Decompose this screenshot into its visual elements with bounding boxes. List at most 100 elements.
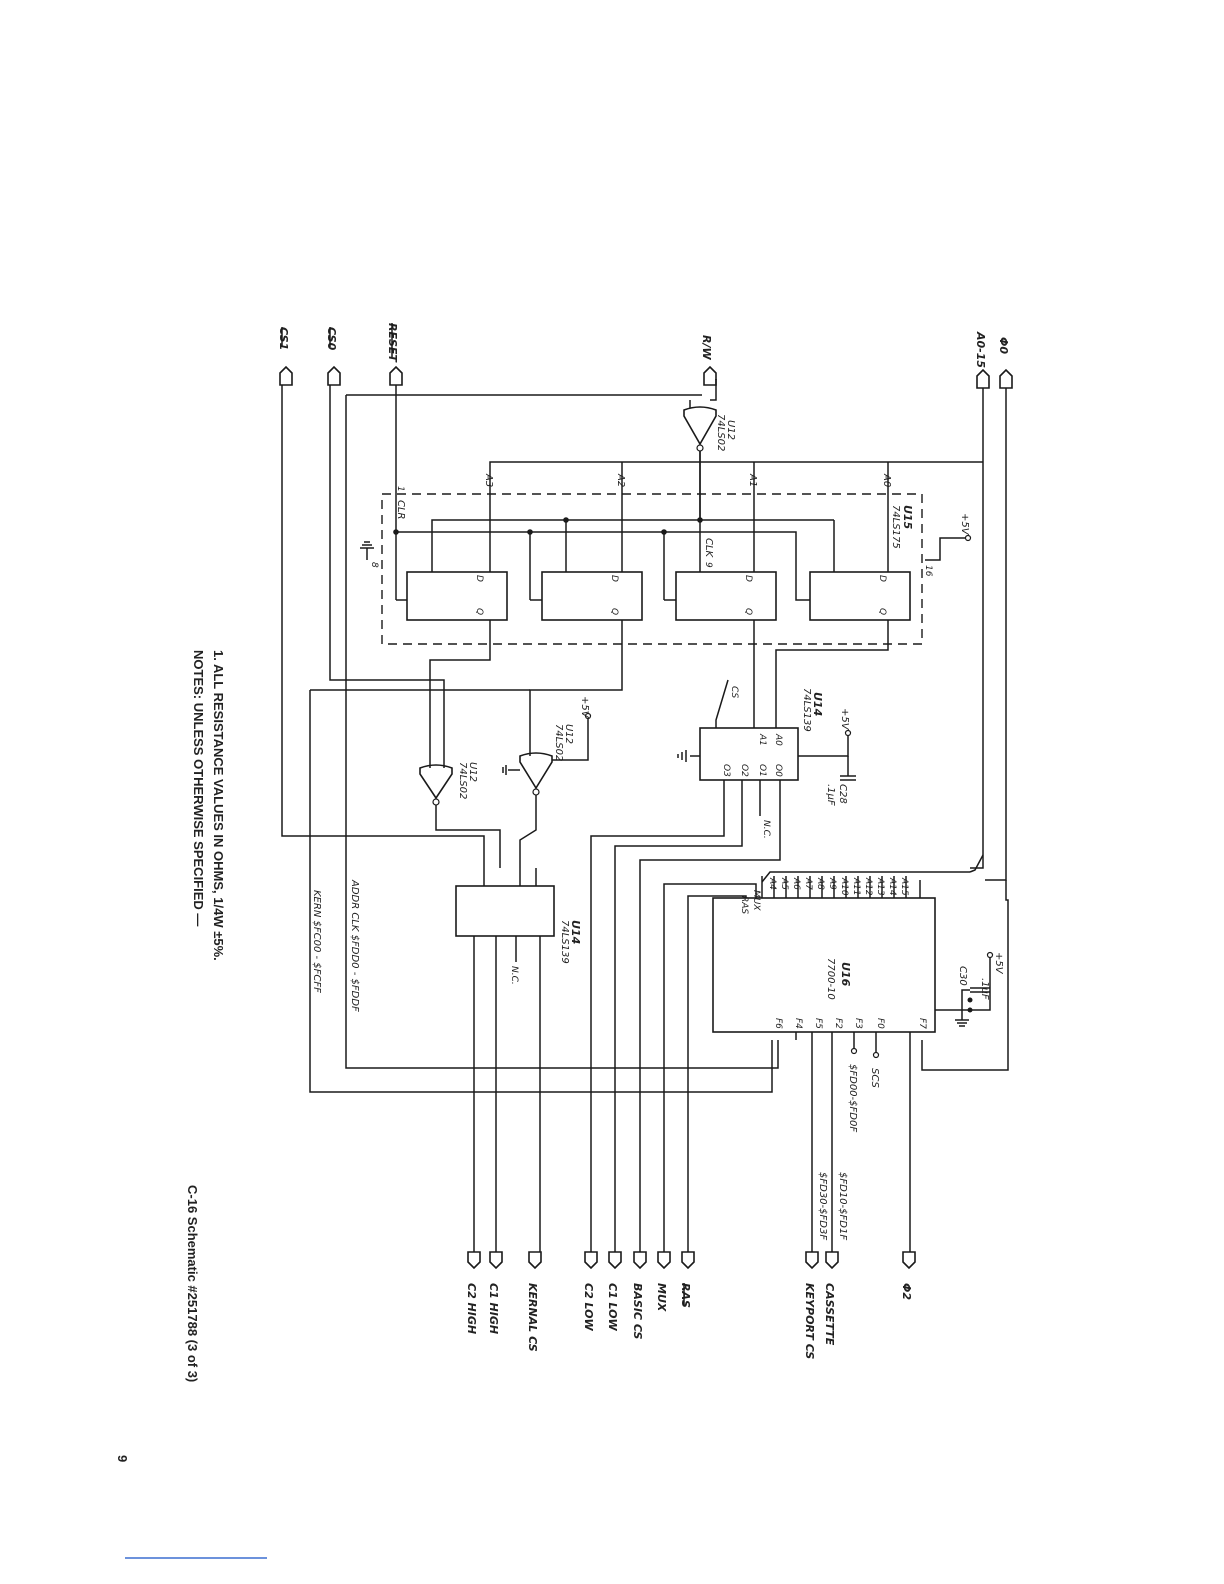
- svg-text:A8: A8: [815, 877, 825, 890]
- svg-text:MUX: MUX: [655, 1283, 668, 1312]
- svg-text:U14: U14: [811, 692, 824, 716]
- svg-text:+5V: +5V: [839, 708, 850, 731]
- svg-text:N.C.: N.C.: [761, 820, 771, 839]
- svg-text:7700-10: 7700-10: [825, 958, 836, 1000]
- label-fd10: $FD10-$FD1F: [837, 1172, 848, 1240]
- u16-input-labels: A15 A14 A13 A12 A11 A10 A9 A8 A7 A6 A5 A…: [739, 877, 909, 914]
- svg-text:A0-15: A0-15: [974, 331, 987, 368]
- svg-text:A12: A12: [863, 877, 873, 896]
- svg-text:CLK: CLK: [703, 538, 714, 559]
- svg-text:F0: F0: [875, 1018, 885, 1029]
- svg-text:F5: F5: [813, 1018, 823, 1029]
- svg-text:C1 HIGH: C1 HIGH: [487, 1283, 500, 1334]
- port-phi0: Φ0: [997, 337, 1013, 389]
- label-scs: SCS: [869, 1068, 880, 1089]
- svg-text:8: 8: [369, 562, 379, 568]
- svg-text:A14: A14: [887, 877, 897, 896]
- bus-bit-a3: A3: [483, 473, 494, 487]
- port-a0-15: A0-15: [974, 331, 990, 389]
- svg-text:D: D: [743, 575, 753, 582]
- port-rw: R/W: [700, 335, 717, 386]
- svg-text:O0: O0: [773, 764, 783, 777]
- u15-ff-2: [541, 571, 643, 621]
- u16-outputs: F7 F0 F3 F2 F5 F4 F6 SCS $FD00-$FD0F $FD…: [773, 1018, 927, 1252]
- svg-text:R/W: R/W: [700, 335, 713, 360]
- svg-text:Φ0: Φ0: [997, 337, 1010, 354]
- svg-text:RAS: RAS: [739, 896, 749, 914]
- svg-text:1: 1: [395, 486, 405, 492]
- svg-text:CLR: CLR: [395, 500, 406, 520]
- svg-text:U12: U12: [467, 762, 478, 782]
- port-cs1: CS1: [277, 327, 293, 386]
- u15-ff-3: [406, 571, 508, 621]
- svg-text:A4: A4: [767, 877, 777, 890]
- port-phi2: Φ2: [900, 1251, 916, 1300]
- svg-text:C2 HIGH: C2 HIGH: [465, 1283, 478, 1334]
- svg-text:74LS175: 74LS175: [890, 505, 901, 549]
- port-mux: MUX: [655, 1251, 671, 1312]
- svg-text:A1: A1: [757, 733, 767, 746]
- port-c1-high: C1 HIGH: [487, 1251, 503, 1334]
- svg-text:RAS: RAS: [679, 1283, 692, 1308]
- svg-text:.1µF: .1µF: [825, 784, 836, 806]
- svg-text:KERNAL CS: KERNAL CS: [526, 1283, 539, 1352]
- u12-gate-b: U12 74LS02 +5V: [502, 620, 623, 868]
- u15-ff-1: [675, 571, 777, 621]
- svg-text:74LS02: 74LS02: [715, 414, 726, 451]
- svg-text:N.C.: N.C.: [509, 966, 519, 985]
- svg-text:CS1: CS1: [277, 327, 290, 350]
- svg-text:74LS02: 74LS02: [553, 724, 564, 761]
- svg-text:74LS02: 74LS02: [457, 762, 468, 799]
- svg-text:74LS139: 74LS139: [559, 920, 570, 964]
- svg-text:Q: Q: [474, 608, 484, 615]
- svg-text:O1: O1: [757, 764, 767, 777]
- label-fd30: $FD30-$FD3F: [817, 1172, 828, 1240]
- svg-text:Q: Q: [743, 608, 753, 615]
- bus-bit-a0: A0: [881, 473, 892, 487]
- svg-text:F6: F6: [773, 1018, 783, 1029]
- svg-text:C28: C28: [837, 784, 848, 804]
- wires-feedback: ADDR CLK $FDD0 - $FDDF KERN $FC00 - $FCF…: [309, 394, 779, 1093]
- u12-gate-c: U12 74LS02: [329, 385, 501, 868]
- port-c2-high: C2 HIGH: [465, 1251, 481, 1334]
- svg-text:U16: U16: [839, 962, 852, 987]
- svg-text:Φ2: Φ2: [900, 1283, 913, 1300]
- notes-item-1: 1. ALL RESISTANCE VALUES IN OHMS, 1/4W ±…: [211, 650, 226, 961]
- svg-text:A10: A10: [839, 877, 849, 896]
- svg-text:+5V: +5V: [579, 696, 590, 719]
- svg-text:U12: U12: [725, 420, 736, 440]
- svg-text:A15: A15: [899, 877, 909, 896]
- svg-text:+5V: +5V: [993, 952, 1004, 975]
- svg-text:F7: F7: [917, 1018, 927, 1029]
- svg-text:O3: O3: [721, 764, 731, 777]
- port-keyport: KEYPORT CS: [803, 1251, 819, 1359]
- svg-text:BASIC CS: BASIC CS: [631, 1283, 644, 1339]
- u14-decoder-b: U14 74LS139 N.C.: [281, 385, 582, 1252]
- label-kern: KERN $FC00 - $FCFF: [311, 890, 322, 993]
- svg-text:U15: U15: [901, 505, 914, 530]
- svg-text:F4: F4: [793, 1018, 803, 1029]
- svg-text:A7: A7: [803, 877, 813, 890]
- bus-bit-a1: A1: [747, 473, 758, 487]
- svg-text:F2: F2: [833, 1018, 843, 1029]
- u15-74ls175: U15 74LS175 +5V 16 8 D Q D Q D Q D Q 1 C…: [360, 385, 972, 645]
- svg-text:D: D: [474, 575, 484, 582]
- wires-top: [489, 388, 1007, 883]
- u12-gate-a: U12 74LS02: [683, 379, 736, 520]
- page-number: 9: [115, 1455, 130, 1462]
- svg-text:Q: Q: [609, 608, 619, 615]
- bus-bit-a2: A2: [615, 473, 626, 487]
- port-basic-cs: BASIC CS: [631, 1251, 647, 1339]
- u14-decoder-a: U14 74LS139 +5V C28 .1µF A0 A1 O0 O1 O2 …: [590, 620, 889, 1252]
- svg-text:.1µF: .1µF: [979, 978, 990, 1000]
- svg-text:U12: U12: [563, 724, 574, 744]
- svg-text:A13: A13: [875, 877, 885, 896]
- svg-text:A5: A5: [779, 877, 789, 890]
- port-reset: RESET: [386, 323, 403, 386]
- svg-text:C2 LOW: C2 LOW: [582, 1283, 595, 1332]
- u16-7700-10: U16 7700-10 +5V C30 .1µF: [712, 880, 1009, 1071]
- svg-text:D: D: [609, 575, 619, 582]
- notes-heading: NOTES: UNLESS OTHERWISE SPECIFIED —: [191, 650, 206, 926]
- svg-text:O2: O2: [739, 764, 749, 777]
